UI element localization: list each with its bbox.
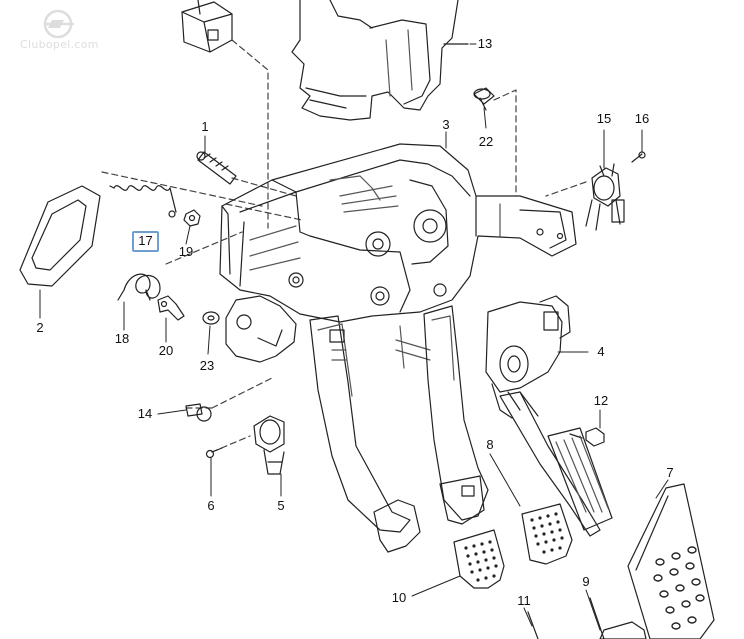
part-23-washer: [202, 311, 220, 325]
callout-13: 13: [478, 36, 492, 51]
callout-10: 10: [392, 590, 406, 605]
part-17-spring: [109, 185, 177, 218]
brake-pedal-pad: [521, 503, 573, 565]
part-8-accelerator-arm: [499, 391, 601, 537]
callout-19: 19: [179, 244, 193, 259]
part-20-clip: [157, 295, 185, 321]
clutch-pedal: [309, 315, 421, 553]
callout-11: 11: [517, 593, 531, 608]
callout-labels: 1 2 3 4 5 6 7 8 9 10 11 12 13 14 15 16 1…: [36, 36, 673, 608]
part-15-switch: [585, 163, 625, 231]
part-10-pedal-pad: [453, 529, 505, 589]
part-3-main-bracket: [219, 143, 577, 369]
part-16-screw: [631, 151, 646, 163]
callout-5: 5: [277, 498, 284, 513]
callout-12: 12: [594, 393, 608, 408]
part-19-nut: [183, 209, 201, 227]
watermark-text: Clubopel.com: [20, 38, 99, 51]
callout-20: 20: [159, 343, 173, 358]
callout-23: 23: [200, 358, 214, 373]
opel-logo-icon: [43, 9, 74, 39]
callout-22: 22: [479, 134, 493, 149]
callout-2: 2: [36, 320, 43, 335]
brake-pedal: [423, 305, 489, 525]
top-connector: [181, 0, 233, 53]
callout-leaders: [39, 43, 669, 631]
part-22-bolt: [473, 87, 495, 111]
callout-18: 18: [115, 331, 129, 346]
accelerator-pad-strip: [547, 427, 613, 531]
callout-6: 6: [207, 498, 214, 513]
part-18-return-spring: [117, 273, 161, 301]
callout-9: 9: [582, 574, 589, 589]
part-12-bolt: [569, 427, 605, 447]
callout-4: 4: [597, 344, 604, 359]
callout-17: 17: [138, 233, 153, 248]
callout-7: 7: [666, 465, 673, 480]
part-6-screw: [205, 447, 223, 459]
watermark: Clubopel.com: [16, 8, 126, 60]
part-7-accelerator-pad: [627, 483, 715, 639]
part-2-seal: [19, 185, 101, 287]
callout-16: 16: [635, 111, 649, 126]
part-5-switch: [253, 415, 285, 475]
part-1-pin: [196, 151, 237, 185]
part-9-11-lower-pedals: [527, 597, 647, 639]
callout-8: 8: [486, 437, 493, 452]
callout-1: 1: [201, 119, 208, 134]
part-13-upper-bracket: [291, 0, 459, 121]
leader-lines: [101, 39, 587, 453]
part-14-pin: [185, 403, 212, 422]
callout-15: 15: [597, 111, 611, 126]
callout-3: 3: [442, 117, 449, 132]
callout-14: 14: [138, 406, 152, 421]
part-4-accelerator-module: [485, 295, 571, 419]
callout-17-highlight-box[interactable]: [132, 231, 159, 252]
